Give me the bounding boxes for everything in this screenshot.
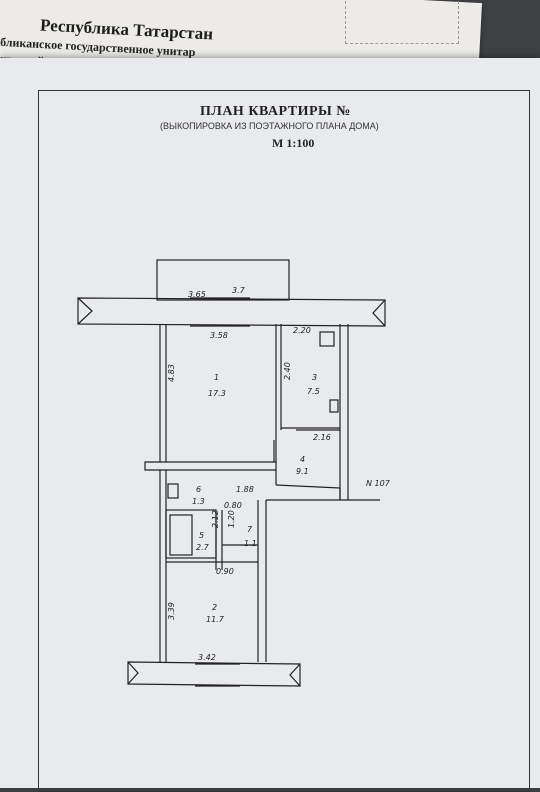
room1-number: 1: [214, 373, 219, 382]
top-wall: [77, 297, 386, 327]
room4-number: 4: [300, 455, 305, 464]
room2-area: 11.7: [206, 615, 225, 624]
document-subtitle: (ВЫКОПИРОВКА ИЗ ПОЭТАЖНОГО ПЛАНА ДОМА): [160, 121, 379, 131]
room7-number: 7: [247, 525, 253, 534]
room3-height: 2.40: [283, 362, 292, 380]
room5-area: 2.7: [196, 543, 210, 552]
stamp-box: [345, 0, 459, 44]
house-reference: N 107: [366, 479, 391, 488]
room3-width: 2.20: [293, 326, 311, 335]
room2-width: 3.42: [198, 653, 216, 662]
middle-wall: [144, 461, 277, 471]
room3-number: 3: [312, 373, 317, 382]
dim-212: 2.12: [211, 510, 220, 528]
room1-area: 17.3: [208, 389, 226, 398]
corridor-length: 1.88: [236, 485, 254, 494]
dim-080: 0.80: [224, 501, 242, 510]
room4-area: 9.1: [296, 467, 309, 476]
bottom-wall: [127, 661, 301, 687]
balcony-length: 3.65: [188, 290, 206, 299]
plan-sheet: [0, 58, 540, 788]
balcony-area: 3.7: [232, 286, 246, 295]
document-title: ПЛАН КВАРТИРЫ №: [200, 104, 351, 119]
dim-120: 1.20: [227, 510, 236, 528]
room3-bottom-dim: 2.16: [313, 433, 331, 442]
balcony-outline: [156, 259, 290, 301]
room2-number: 2: [212, 603, 217, 612]
room3-area: 7.5: [307, 387, 320, 396]
room6-area: 1.3: [192, 497, 205, 506]
room1-width: 3.58: [210, 331, 228, 340]
room5-number: 5: [199, 531, 204, 540]
room6-number: 6: [196, 485, 201, 494]
room2-height: 3.39: [167, 602, 176, 620]
room1-height: 4.83: [167, 364, 176, 382]
room7-area: 1.1: [244, 539, 257, 548]
document-scale: М 1:100: [272, 136, 315, 150]
dim-090: 0.90: [216, 567, 234, 576]
